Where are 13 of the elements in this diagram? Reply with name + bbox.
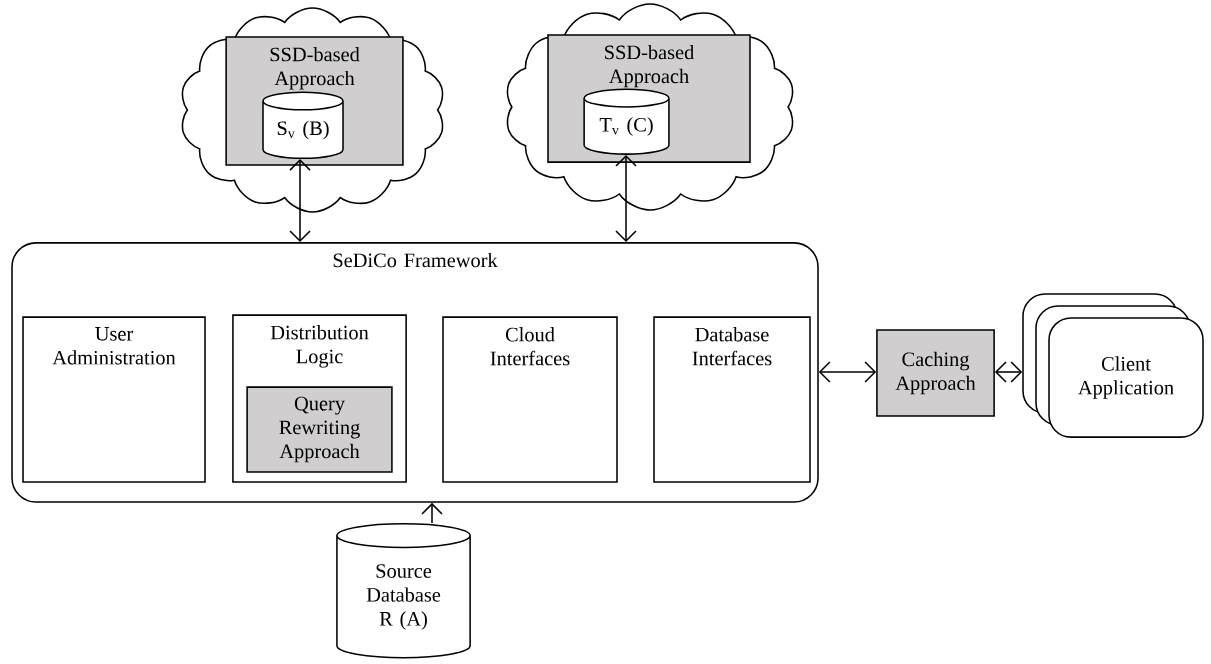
component-box: User Administration (22, 316, 206, 483)
component-box: Database Interfaces (653, 316, 811, 483)
arrow (289, 159, 311, 243)
approach-box: Caching Approach (876, 329, 995, 417)
component-box: Cloud Interfaces (442, 316, 618, 483)
database-cylinder: Source Database R (A) (336, 522, 471, 659)
database-cylinder: S$_{v}$ (B) (262, 91, 344, 159)
arrow (818, 361, 877, 383)
arrow (615, 154, 637, 243)
arrow (994, 361, 1023, 383)
database-cylinder: T$_{v}$ (C) (583, 88, 670, 155)
approach-box: Query Rewriting Approach (246, 386, 393, 473)
client-stack: Client Application (1022, 293, 1204, 438)
